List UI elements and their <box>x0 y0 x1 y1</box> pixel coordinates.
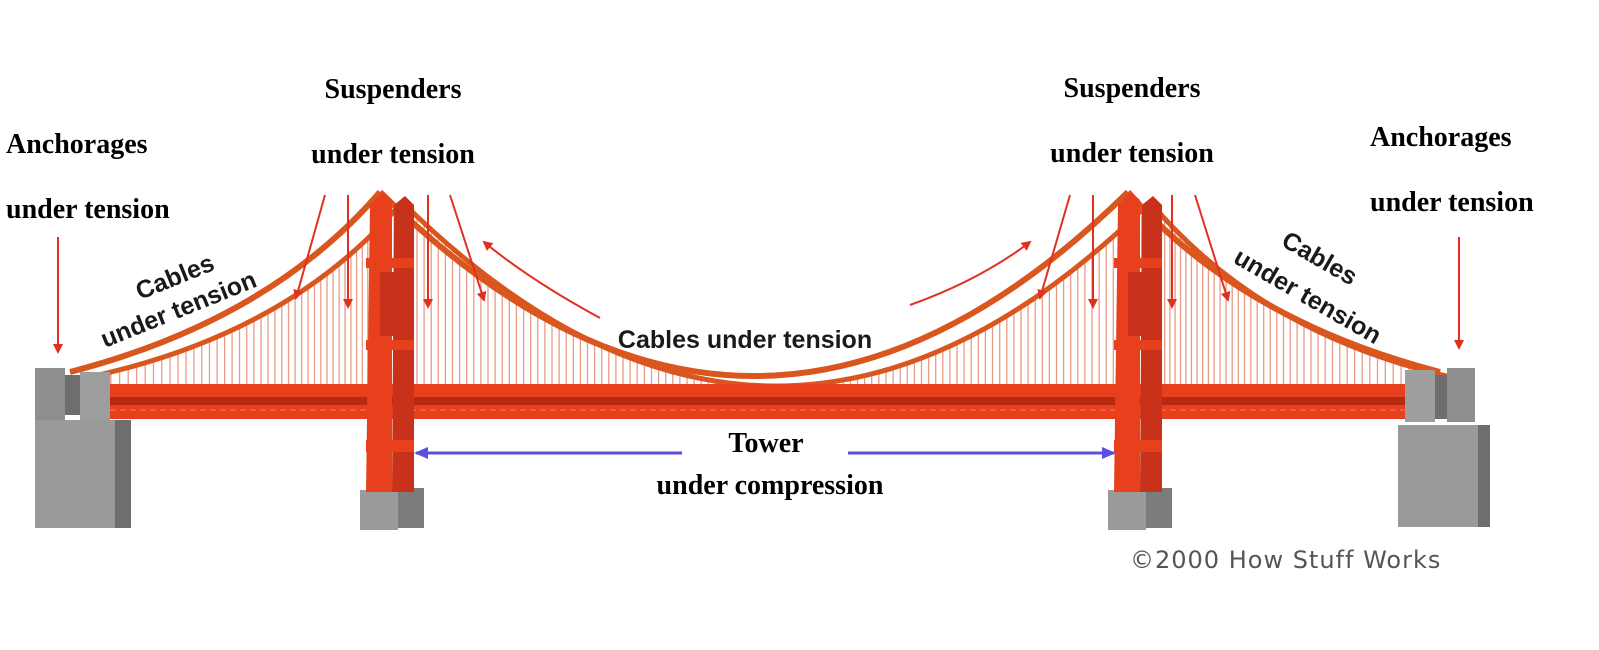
arrow-suspender-left-1 <box>293 194 326 300</box>
cable-main-span-inner <box>400 200 1152 389</box>
suspender-hangers <box>92 205 1452 386</box>
tension-arrows <box>53 194 1464 354</box>
main-cables <box>69 189 1456 389</box>
arrow-cable-left <box>482 240 601 319</box>
arrow-suspender-left-4 <box>449 194 487 302</box>
label-tower-1: Tower <box>728 428 803 459</box>
label-anchorages-right-1: Anchorages <box>1370 122 1512 153</box>
right-anchorage <box>1398 368 1490 527</box>
right-tower <box>1108 192 1172 530</box>
arrow-cable-right <box>909 240 1032 306</box>
label-anchorages-left-1: Anchorages <box>6 129 148 160</box>
label-anchorages-left-2: under tension <box>6 194 170 225</box>
left-tower <box>360 192 424 530</box>
label-anchorages-right-2: under tension <box>1370 187 1534 218</box>
arrow-suspender-right-1 <box>1037 194 1071 300</box>
cable-main-span-outer <box>377 189 1131 379</box>
label-suspenders-right-2: under tension <box>1050 138 1214 169</box>
cable-right-span-inner <box>1148 200 1456 381</box>
label-tower-2: under compression <box>657 470 884 501</box>
cable-left-span-outer <box>69 190 383 375</box>
label-suspenders-left-1: Suspenders <box>325 74 462 105</box>
label-suspenders-right-1: Suspenders <box>1064 73 1201 104</box>
copyright-credit: ©2000 How Stuff Works <box>1130 546 1441 574</box>
label-suspenders-left-2: under tension <box>311 139 475 170</box>
left-anchorage <box>35 368 131 528</box>
cable-label-center: Cables under tension <box>618 326 872 354</box>
bridge-deck <box>110 384 1440 419</box>
arrow-suspender-right-4 <box>1194 194 1231 302</box>
force-labels: Suspenders under tension Suspenders unde… <box>6 73 1534 501</box>
